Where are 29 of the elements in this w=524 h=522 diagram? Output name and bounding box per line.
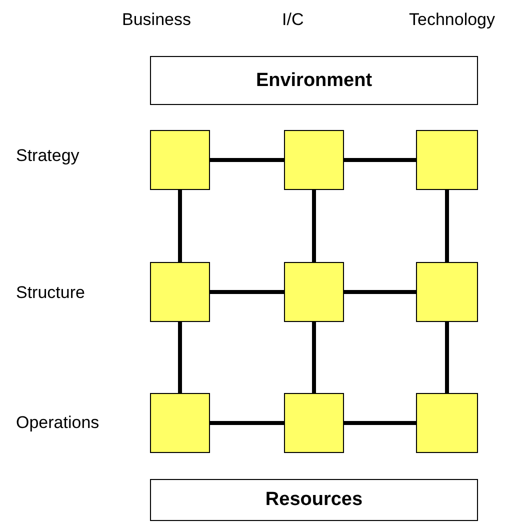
column-header: Technology <box>409 10 496 30</box>
grid-square <box>416 393 478 453</box>
grid-square <box>150 262 210 322</box>
connector-line <box>344 290 416 294</box>
grid-square <box>284 262 344 322</box>
connector-line <box>178 322 182 393</box>
column-header: Business <box>122 10 191 30</box>
column-header: I/C <box>282 10 304 30</box>
connector-line <box>445 322 449 393</box>
connector-line <box>344 158 416 162</box>
grid-square <box>150 130 210 190</box>
grid-square <box>284 393 344 453</box>
grid-square <box>284 130 344 190</box>
grid-square <box>416 130 478 190</box>
grid-square <box>150 393 210 453</box>
layer-box: Resources <box>150 479 478 521</box>
connector-line <box>312 322 316 393</box>
connector-line <box>210 158 284 162</box>
row-label: Strategy <box>16 146 80 166</box>
row-label: Operations <box>16 413 100 433</box>
grid-square <box>416 262 478 322</box>
layer-box: Environment <box>150 56 478 105</box>
row-label: Structure <box>16 283 85 303</box>
connector-line <box>210 421 284 425</box>
connector-line <box>210 290 284 294</box>
connector-line <box>312 190 316 262</box>
connector-line <box>445 190 449 262</box>
connector-line <box>178 190 182 262</box>
connector-line <box>344 421 416 425</box>
